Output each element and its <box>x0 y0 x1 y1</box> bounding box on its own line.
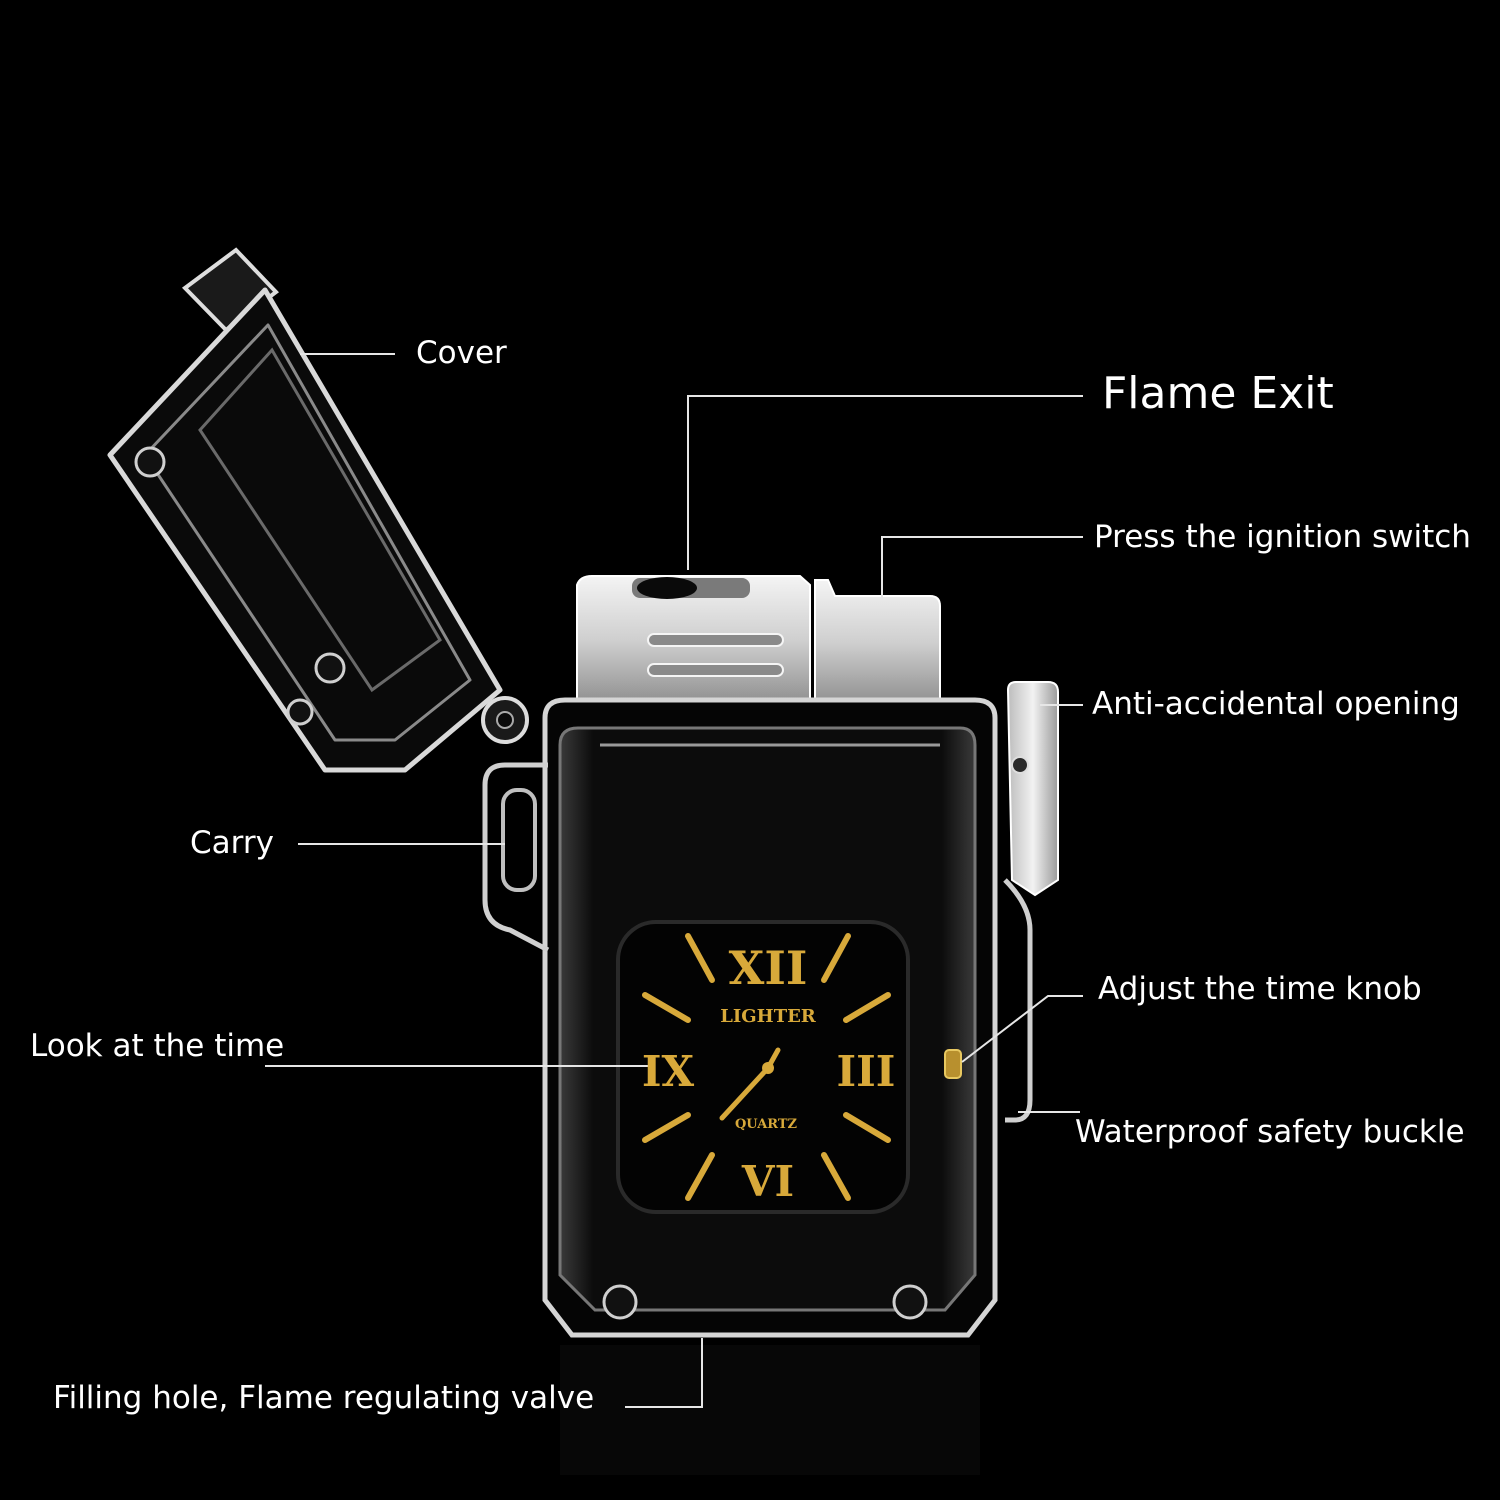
hinge <box>481 696 529 744</box>
dial-maker: QUARTZ <box>735 1117 798 1132</box>
dial-brand: LIGHTER <box>720 1006 817 1027</box>
leader-flame-exit <box>687 395 1083 570</box>
label-carry: Carry <box>190 825 274 861</box>
label-flame-exit: Flame Exit <box>1102 368 1334 419</box>
time-knob <box>944 1049 962 1079</box>
numeral-iii: III <box>837 1047 896 1096</box>
label-anti-open: Anti-accidental opening <box>1092 686 1460 722</box>
label-time-knob: Adjust the time knob <box>1098 971 1422 1007</box>
leader-ignition <box>881 536 1083 600</box>
safety-buckle <box>1003 878 1033 1123</box>
label-ignition: Press the ignition switch <box>1094 519 1471 555</box>
flame-exit-hole <box>637 577 697 599</box>
label-look-time: Look at the time <box>30 1028 285 1064</box>
dial-text: XII III VI IX LIGHTER QUARTZ <box>642 941 896 1206</box>
label-cover: Cover <box>416 335 507 371</box>
carry-loop <box>482 762 550 953</box>
label-filling: Filling hole, Flame regulating valve <box>53 1380 595 1416</box>
numeral-xii: XII <box>729 941 808 995</box>
numeral-vi: VI <box>741 1157 794 1206</box>
side-clip <box>1006 681 1059 897</box>
numeral-ix: IX <box>642 1047 695 1096</box>
chrome-insert <box>576 575 941 706</box>
cover-lid <box>107 247 503 773</box>
leader-filling <box>625 1338 703 1408</box>
leader-lines <box>265 353 1083 1408</box>
leader-time-knob <box>961 995 1083 1063</box>
label-buckle: Waterproof safety buckle <box>1075 1114 1465 1150</box>
